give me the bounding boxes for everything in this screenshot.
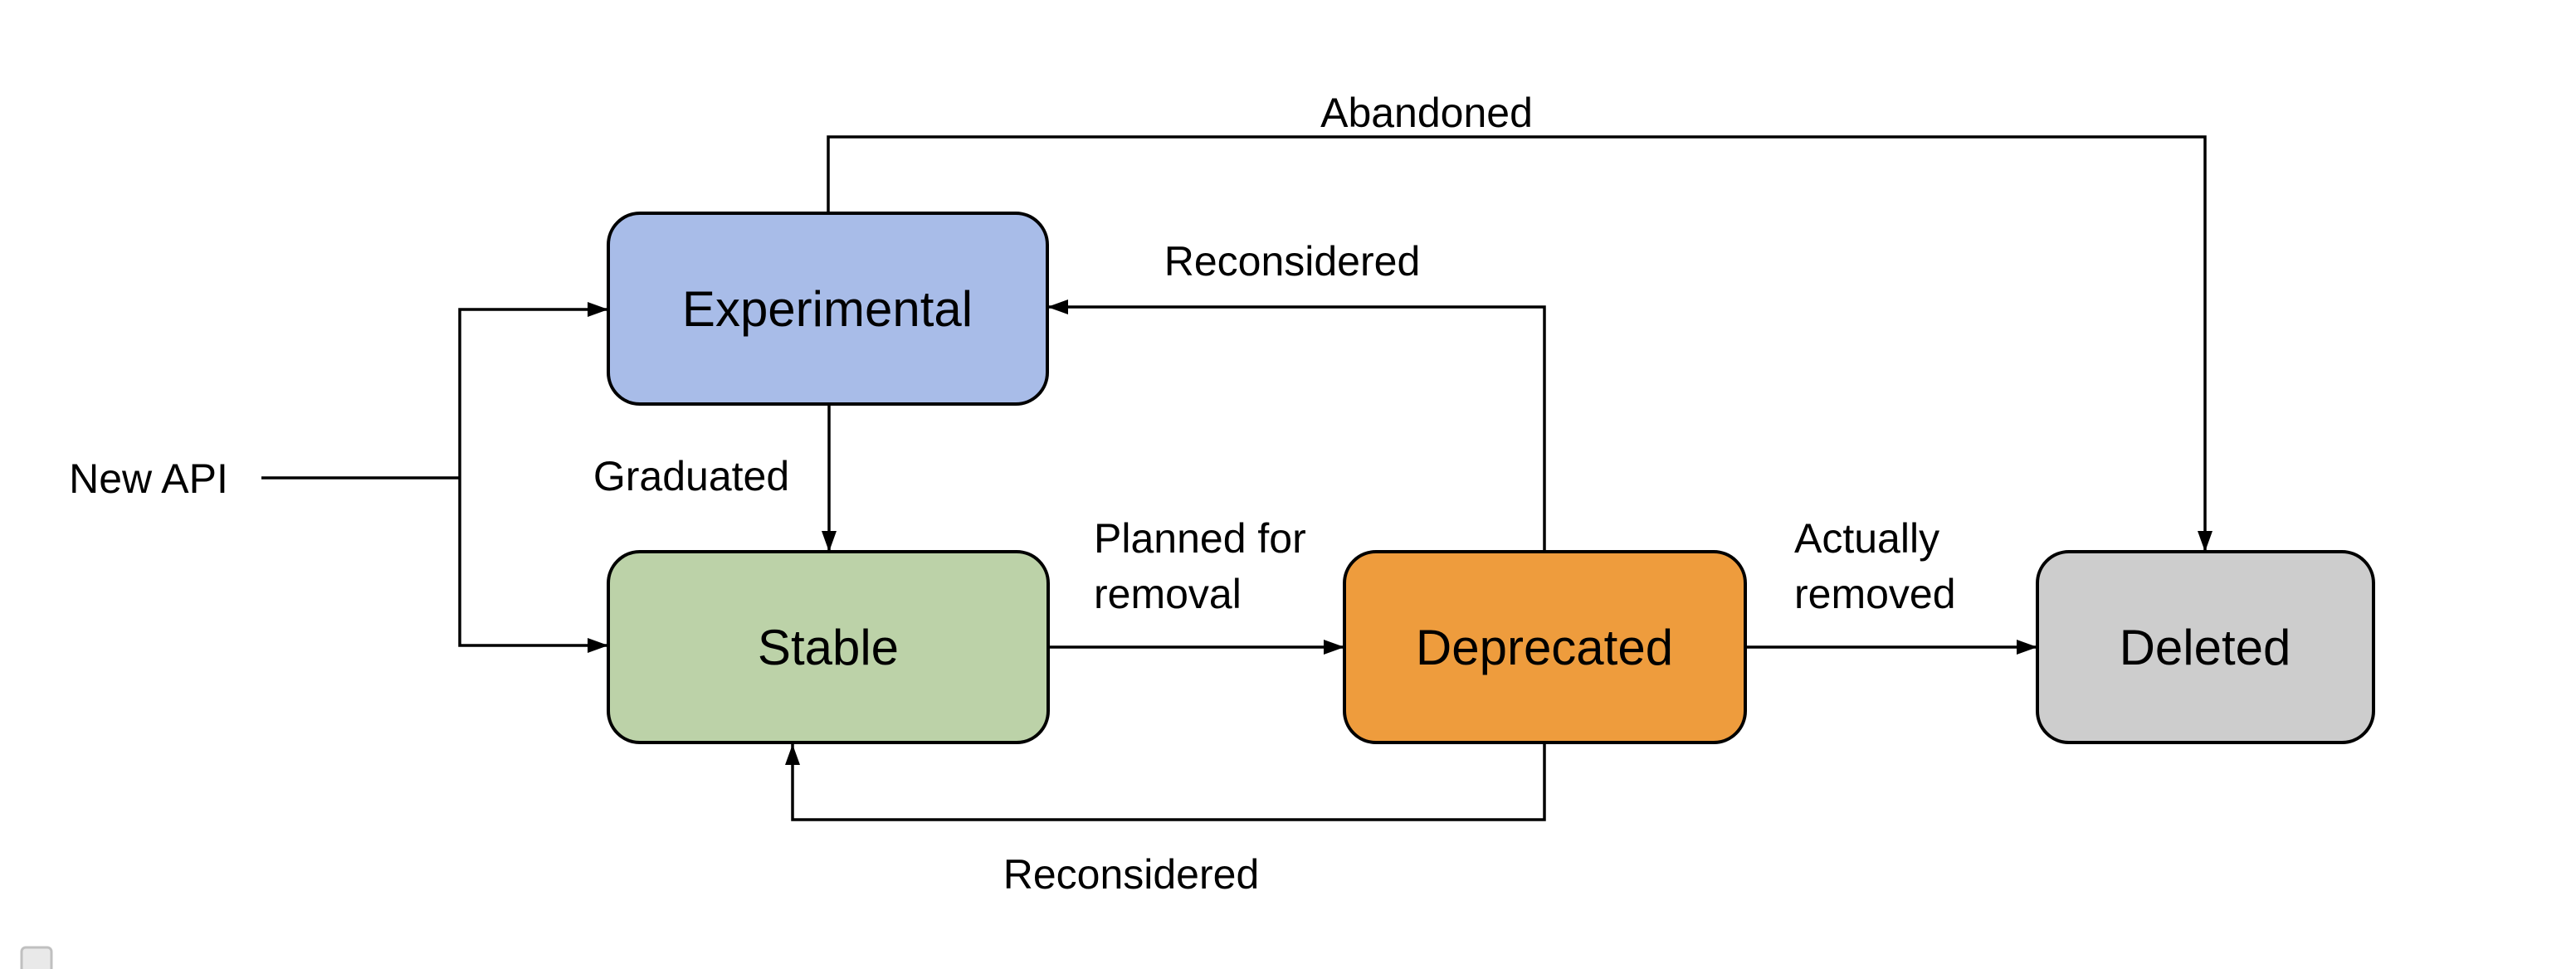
edge-new-api-to-stable: [458, 478, 608, 653]
edge-new-api-to-experimental: [458, 302, 608, 478]
edge-reconsidered-to-experimental: [1047, 299, 1546, 552]
corner-artifact: [20, 946, 53, 969]
state-deleted-box: [2036, 550, 2375, 744]
edge-label-actually-removed: Actually removed: [1794, 515, 1956, 617]
edge-reconsidered-to-stable: [785, 743, 1546, 821]
edge-label-actually-removed-line2: removed: [1794, 571, 1956, 617]
edge-label-abandoned: Abandoned: [1320, 90, 1533, 136]
edge-label-planned-for-removal-line1: Planned for: [1094, 515, 1306, 562]
state-stable-box: [607, 550, 1050, 744]
state-experimental-box: [607, 212, 1049, 406]
edge-label-actually-removed-line1: Actually: [1794, 515, 1939, 562]
edge-label-planned-for-removal: Planned for removal: [1094, 515, 1306, 617]
state-stable: Stable: [607, 550, 1050, 744]
state-experimental-label: Experimental: [682, 281, 973, 337]
edge-label-graduated: Graduated: [593, 453, 789, 499]
state-deleted: Deleted: [2036, 550, 2375, 744]
edge-abandoned: [827, 135, 2213, 552]
edge-label-reconsidered-bottom: Reconsidered: [1003, 851, 1260, 898]
state-deleted-label: Deleted: [2120, 620, 2291, 675]
state-stable-label: Stable: [758, 620, 899, 675]
state-experimental: Experimental: [607, 212, 1049, 406]
state-deprecated: Deprecated: [1343, 550, 1747, 744]
edge-label-new-api: New API: [69, 455, 228, 502]
state-deprecated-label: Deprecated: [1416, 620, 1673, 675]
edge-label-reconsidered-top: Reconsidered: [1164, 238, 1421, 285]
state-deprecated-box: [1343, 550, 1747, 744]
edge-label-planned-for-removal-line2: removal: [1094, 571, 1242, 617]
